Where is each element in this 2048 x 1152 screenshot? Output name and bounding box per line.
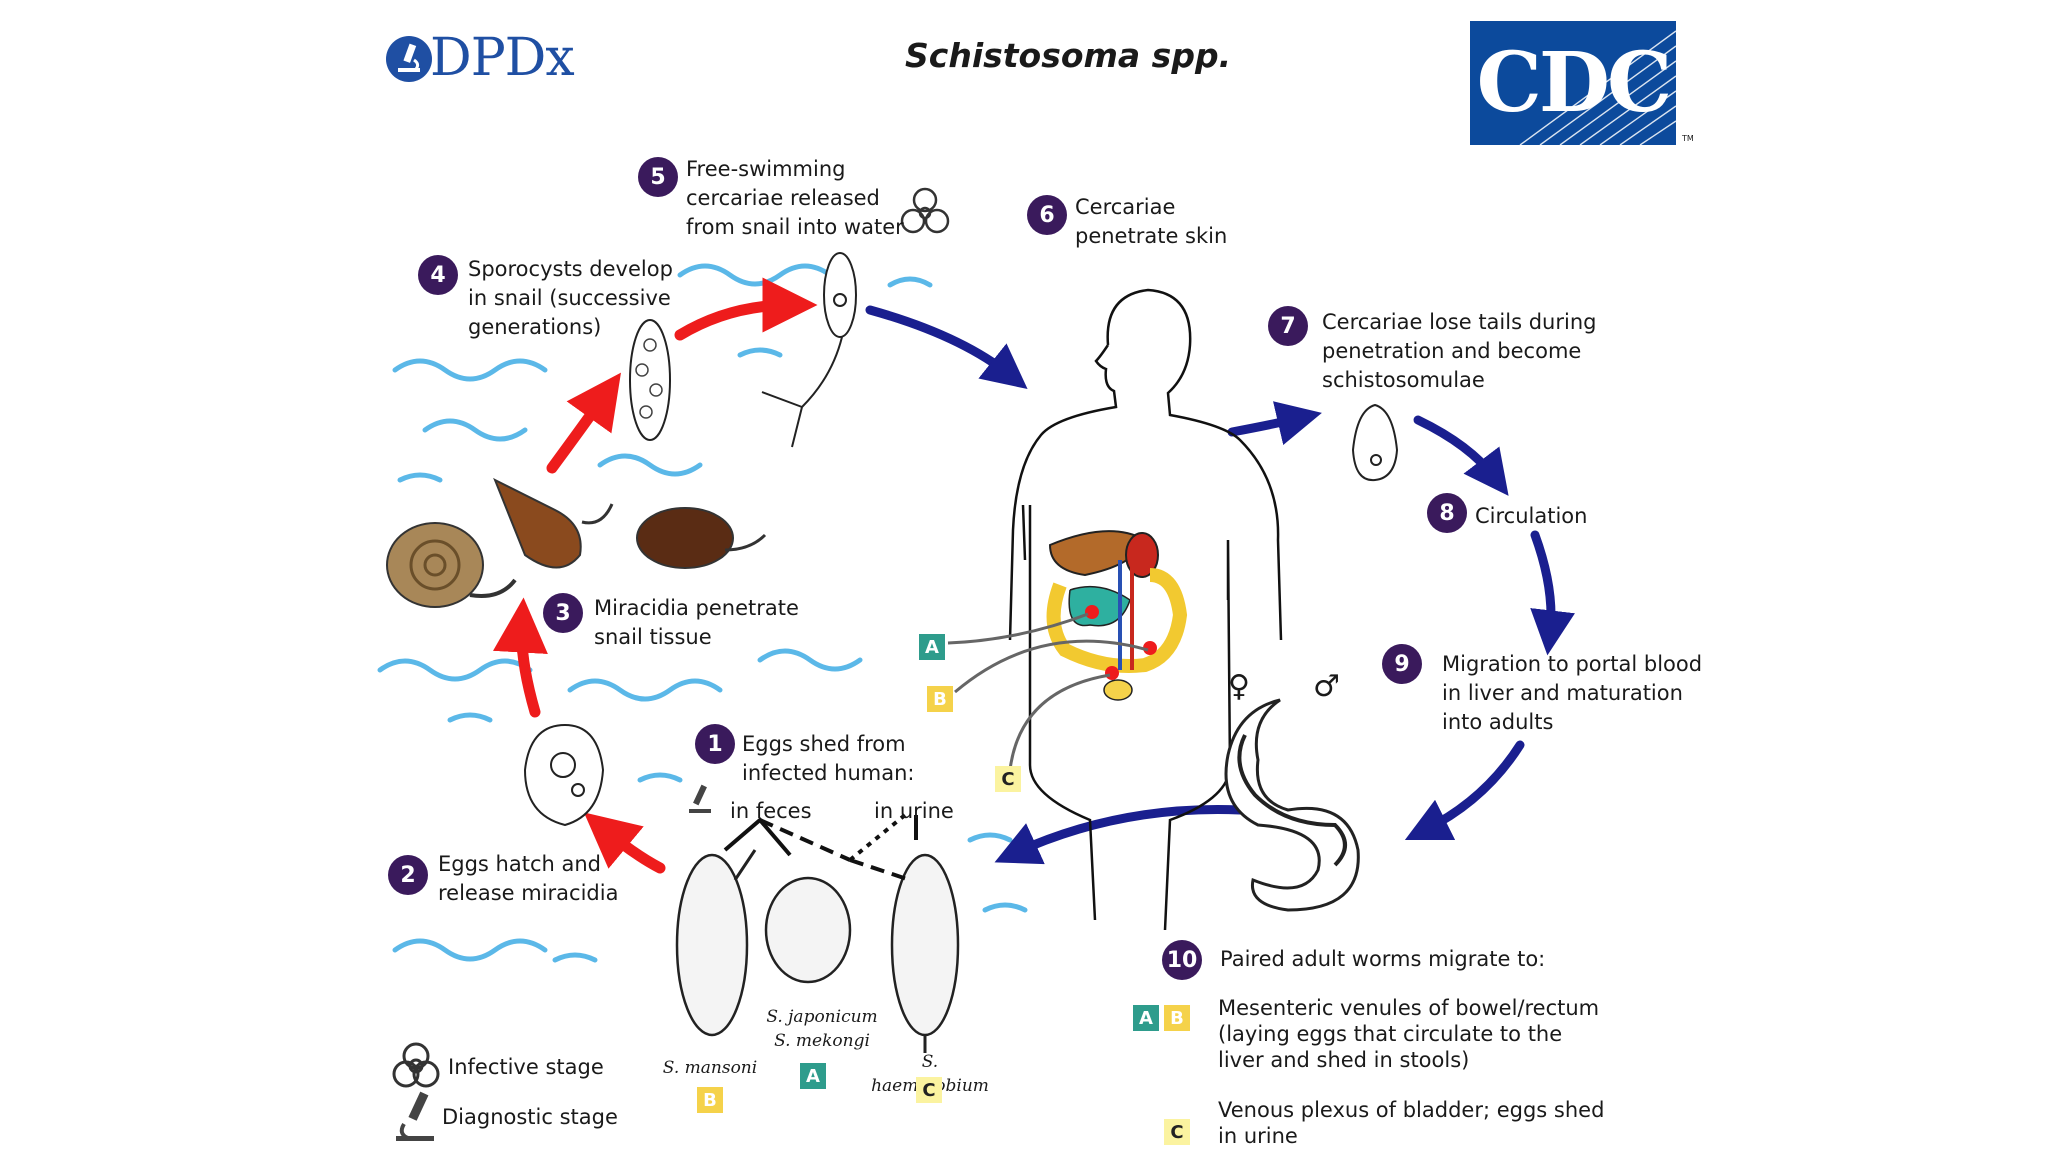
route-feces-label: in feces bbox=[730, 799, 812, 823]
blue-arrow-8 bbox=[1413, 415, 1509, 496]
female-symbol: ♀ bbox=[1228, 669, 1250, 704]
human-silhouette bbox=[1008, 288, 1283, 931]
organ-pointer-lines bbox=[947, 612, 1149, 771]
egg-connectors bbox=[723, 813, 918, 882]
step-9-badge: 9 bbox=[1382, 644, 1422, 684]
blue-arrow-6 bbox=[865, 305, 1028, 390]
letter-a-organ: A bbox=[919, 634, 945, 660]
red-arrow-3 bbox=[492, 597, 548, 718]
step-6-text: Cercariae penetrate skin bbox=[1075, 195, 1228, 248]
step-5-text: Free-swimming cercariae released from sn… bbox=[686, 157, 904, 239]
microscope-logo-icon bbox=[386, 36, 432, 82]
red-arrow-5 bbox=[674, 277, 818, 341]
destination-ab-text: Mesenteric venules of bowel/rectum (layi… bbox=[1218, 996, 1600, 1072]
adult-worms-drawing bbox=[1224, 698, 1360, 912]
step-6-badge: 6 bbox=[1027, 195, 1067, 235]
egg-drawings bbox=[675, 849, 960, 1053]
egg-s-japonicum bbox=[764, 876, 852, 984]
cdc-logo-text: CDC bbox=[1476, 35, 1673, 131]
snail-drawings bbox=[386, 477, 767, 608]
step-7-badge: 7 bbox=[1268, 306, 1308, 346]
step-3-badge: 3 bbox=[543, 593, 583, 633]
blue-arrows bbox=[865, 305, 1575, 865]
biohazard-icon-step5 bbox=[900, 187, 950, 234]
step-1-text: Eggs shed from infected human: bbox=[742, 732, 915, 785]
microscope-icon-feces bbox=[689, 784, 711, 813]
miracidium-drawing bbox=[523, 723, 605, 827]
destination-c-text: Venous plexus of bladder; eggs shed in u… bbox=[1218, 1098, 1605, 1148]
step-2-badge: 2 bbox=[388, 855, 428, 895]
cdc-logo: CDC bbox=[1470, 21, 1676, 145]
blue-arrow-11 bbox=[994, 805, 1245, 865]
legend-infective-label: Infective stage bbox=[448, 1055, 604, 1079]
step-10-badge: 10 bbox=[1162, 940, 1202, 980]
route-urine-label: in urine bbox=[874, 799, 954, 823]
male-symbol: ♂ bbox=[1313, 669, 1340, 704]
egg-s-mansoni bbox=[675, 853, 749, 1037]
step-1-badge: 1 bbox=[695, 724, 735, 764]
species-mansoni: S. mansoni bbox=[662, 1058, 758, 1078]
water-waves bbox=[377, 263, 1028, 963]
dpdx-logo: DPDx bbox=[430, 28, 575, 88]
egg-s-haematobium bbox=[890, 853, 960, 1037]
red-arrows bbox=[492, 277, 818, 874]
letter-c-destination: C bbox=[1164, 1119, 1190, 1145]
blue-arrow-10 bbox=[1404, 740, 1525, 841]
step-4-text: Sporocysts develop in snail (successive … bbox=[468, 257, 673, 339]
letter-b-mansoni: B bbox=[697, 1087, 723, 1113]
letter-c-organ: C bbox=[995, 766, 1021, 792]
blue-arrow-9 bbox=[1530, 530, 1575, 656]
step-2-text: Eggs hatch and release miracidia bbox=[438, 852, 619, 905]
legend-diagnostic-label: Diagnostic stage bbox=[442, 1105, 618, 1129]
step-9-text: Migration to portal blood in liver and m… bbox=[1442, 652, 1703, 734]
red-arrow-2 bbox=[583, 812, 666, 874]
step-5-badge: 5 bbox=[638, 157, 678, 197]
step-4-badge: 4 bbox=[418, 255, 458, 295]
letter-b-organ: B bbox=[927, 686, 953, 712]
step-10-text: Paired adult worms migrate to: bbox=[1220, 947, 1546, 971]
microscope-icon bbox=[396, 1091, 434, 1141]
step-8-badge: 8 bbox=[1427, 493, 1467, 533]
blue-arrow-7 bbox=[1227, 401, 1322, 446]
page-title: Schistosoma spp. bbox=[905, 36, 1232, 75]
letter-c-haematobium: C bbox=[916, 1077, 942, 1103]
step-7-text: Cercariae lose tails during penetration … bbox=[1322, 310, 1597, 392]
letter-a-japonicum: A bbox=[800, 1063, 826, 1089]
species-japonicum: S. japonicum S. mekongi bbox=[766, 1007, 878, 1051]
cercaria-drawing bbox=[761, 252, 857, 448]
letter-a-destination: A bbox=[1133, 1005, 1159, 1031]
red-arrow-4 bbox=[546, 372, 621, 474]
letter-b-destination: B bbox=[1164, 1005, 1190, 1031]
abdominal-organs bbox=[1046, 530, 1188, 701]
step-3-text: Miracidia penetrate snail tissue bbox=[594, 596, 799, 649]
biohazard-icon bbox=[392, 1042, 440, 1088]
step-8-text: Circulation bbox=[1475, 504, 1588, 528]
trademark-mark: TM bbox=[1682, 134, 1694, 143]
schistosomulum-drawing bbox=[1351, 403, 1399, 482]
